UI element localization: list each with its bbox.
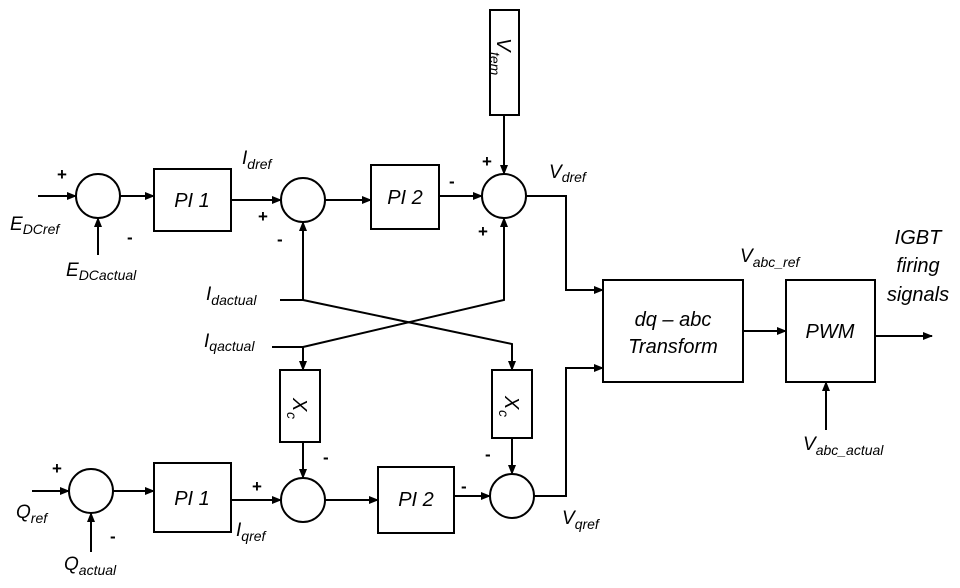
vtem-label: V tem — [487, 38, 514, 76]
sign-edc-plus: + — [57, 165, 67, 184]
pi2-q-label: PI 2 — [398, 489, 434, 511]
sign-vq-minus-left: - — [461, 477, 467, 496]
output-label-line3: signals — [887, 284, 949, 306]
pi2-d-block — [370, 164, 440, 230]
output-label-line2: firing — [896, 255, 939, 277]
sum-q — [68, 468, 114, 514]
sign-vd-plus-top: + — [482, 152, 492, 171]
vdref-to-transform — [526, 195, 604, 294]
vabc-actual-label: Vabc_actual — [803, 434, 884, 458]
pi1-d-block — [153, 168, 232, 232]
sign-id-plus: + — [258, 207, 268, 226]
sign-id-minus: - — [277, 230, 283, 249]
output-label-line1: IGBT — [895, 227, 943, 249]
q-actual-label: Qactual — [64, 554, 117, 578]
iq-ref-label: Iqref — [236, 520, 268, 544]
idactual-to-xc-right — [302, 299, 516, 371]
iqactual-to-xc-left — [272, 346, 307, 371]
vd-ref-label: Vdref — [549, 162, 588, 185]
xc-left-label: X c — [284, 397, 310, 419]
vqref-to-transform — [534, 364, 604, 497]
sign-vd-plus-bottom: + — [478, 222, 488, 241]
edc-ref-label: EDCref — [10, 214, 61, 237]
idactual-to-sum-id — [280, 221, 307, 301]
xc-right-main: X — [500, 395, 522, 410]
vq-ref-label: Vqref — [562, 508, 601, 532]
sum-id — [280, 177, 326, 223]
transform-label-line1: dq – abc — [635, 309, 712, 331]
sign-vd-minus: - — [449, 172, 455, 191]
dq-abc-transform-block — [602, 279, 744, 383]
sum-vq — [489, 473, 535, 519]
sign-edc-minus: - — [127, 228, 133, 247]
pi1-q-label: PI 1 — [174, 488, 210, 510]
pi1-d-label: PI 1 — [174, 190, 210, 212]
xc-left-block — [279, 369, 321, 443]
sign-q-minus: - — [110, 527, 116, 546]
pi2-q-block — [377, 466, 455, 534]
q-ref-label: Qref — [16, 502, 49, 526]
iqactual-to-sum-vd — [302, 217, 508, 348]
iq-actual-label: Iqactual — [204, 331, 255, 354]
vtem-main: V — [492, 38, 514, 53]
xc-left-main: X — [288, 397, 310, 412]
sign-vq-minus-top: - — [485, 445, 491, 464]
sum-iq — [280, 477, 326, 523]
sum-vd — [481, 173, 527, 219]
id-actual-label: Idactual — [206, 284, 257, 308]
vtem-sub: tem — [487, 52, 503, 76]
edc-actual-label: EDCactual — [66, 260, 137, 283]
pi1-q-block — [153, 462, 232, 533]
sign-q-plus: + — [52, 459, 62, 478]
pi2-d-label: PI 2 — [387, 187, 423, 209]
transform-label-line2: Transform — [628, 336, 718, 358]
xc-right-sub: c — [496, 410, 512, 417]
vabc-ref-label: Vabc_ref — [740, 246, 801, 270]
sign-iq-plus: + — [252, 477, 262, 496]
id-ref-label: Idref — [242, 148, 274, 172]
xc-right-label: X c — [496, 395, 522, 417]
sum-edc — [75, 173, 121, 219]
sign-iq-minus: - — [323, 448, 329, 467]
xc-left-sub: c — [284, 412, 300, 419]
pwm-label: PWM — [806, 321, 855, 343]
